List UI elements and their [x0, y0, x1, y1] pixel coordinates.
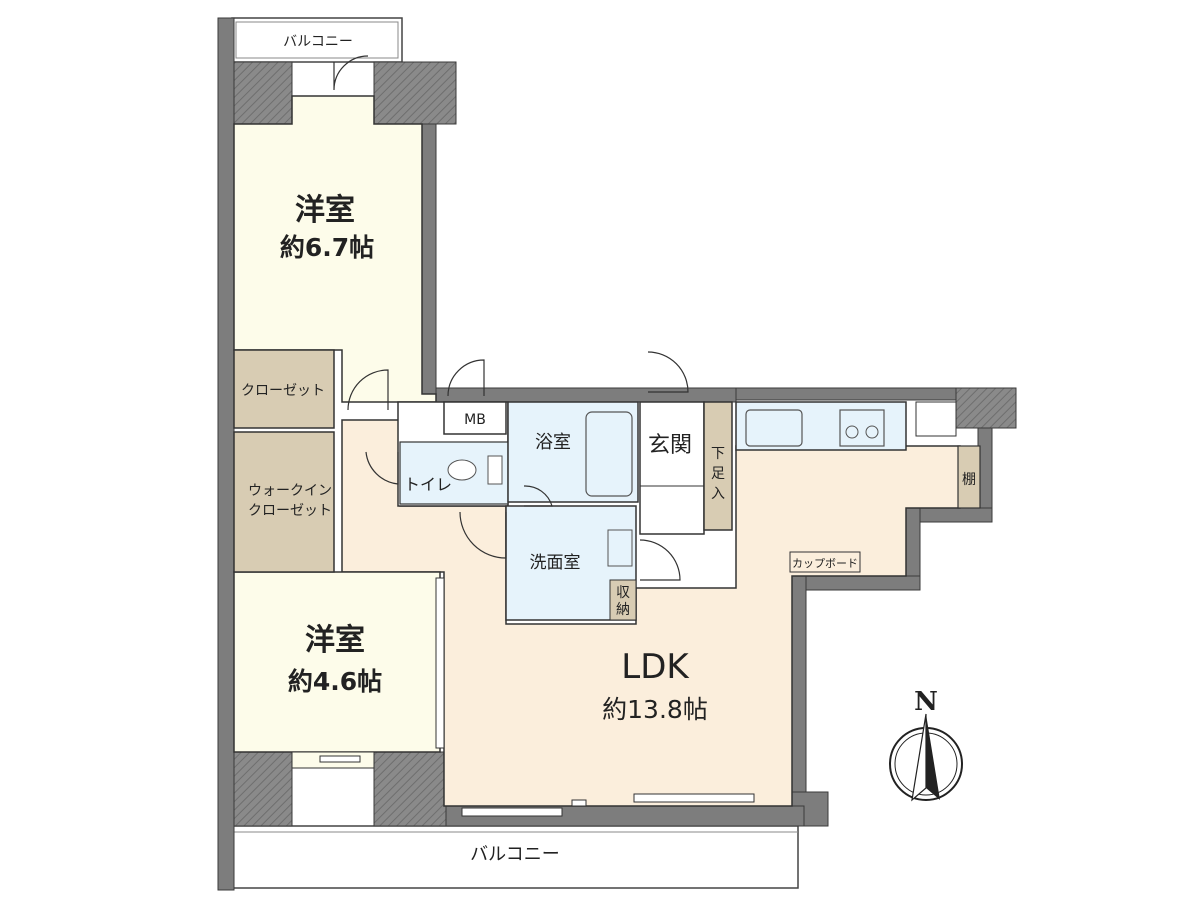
- shoe-storage-char-2: 足: [711, 466, 725, 482]
- lower-room-name: 洋室: [305, 623, 365, 658]
- balcony-upper-label: バルコニー: [283, 34, 353, 50]
- washroom-label: 洗面室: [530, 553, 581, 573]
- door-swings: [333, 55, 689, 581]
- closet-label: クローゼット: [241, 383, 325, 399]
- cupboard-label: カップボード: [792, 557, 858, 570]
- ldk-size: 約13.8帖: [602, 695, 708, 724]
- core-rooms: [397, 401, 981, 621]
- storage-char-1: 収: [616, 585, 630, 601]
- balcony-lower-label: バルコニー: [470, 844, 560, 865]
- wic-label-2: クローゼット: [248, 503, 332, 519]
- bathroom-label: 浴室: [535, 432, 571, 453]
- windows: [319, 577, 755, 817]
- exterior-walls: [217, 17, 1017, 891]
- upper-room-name: 洋室: [295, 193, 355, 228]
- upper-room-size: 約6.7帖: [280, 233, 374, 262]
- shoe-storage-char-3: 入: [711, 486, 725, 502]
- storage-char-2: 納: [616, 602, 630, 618]
- mb-label: MB: [464, 412, 486, 428]
- lower-room-size: 約4.6帖: [288, 667, 382, 696]
- compass-north-label: N: [914, 687, 938, 717]
- compass: N: [889, 687, 963, 802]
- ldk-name: LDK: [621, 647, 690, 687]
- shelf-label: 棚: [962, 472, 976, 488]
- wic-label-1: ウォークイン: [248, 483, 332, 499]
- entrance-label: 玄関: [648, 433, 692, 458]
- balcony-upper: [231, 17, 403, 63]
- toilet-label: トイレ: [404, 475, 452, 494]
- shoe-storage-char-1: 下: [711, 446, 725, 462]
